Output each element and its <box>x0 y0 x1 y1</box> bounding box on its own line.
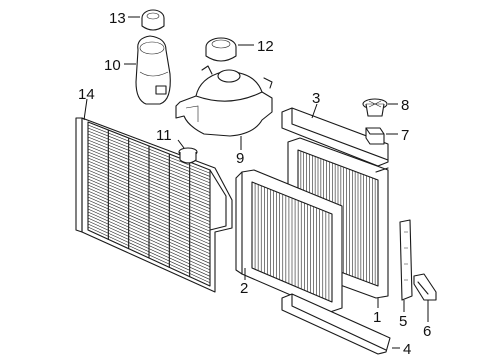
part-9-expansion-tank <box>175 65 273 137</box>
callout-14: 14 <box>78 86 95 103</box>
callout-4: 4 <box>403 341 411 358</box>
part-11-grommet <box>178 147 198 164</box>
callout-7: 7 <box>401 127 409 144</box>
callout-6: 6 <box>423 323 431 340</box>
callout-13: 13 <box>109 10 126 27</box>
callout-10: 10 <box>104 57 121 74</box>
part-4-air-deflector <box>281 293 391 355</box>
part-6-small-bracket <box>413 273 437 301</box>
part-12-filler-cap <box>205 37 237 62</box>
part-5-side-seal <box>399 219 413 301</box>
callout-2: 2 <box>240 280 248 297</box>
part-10-reservoir <box>135 35 171 105</box>
callout-9: 9 <box>236 150 244 167</box>
callout-1: 1 <box>373 309 381 326</box>
leader-lines <box>83 16 429 349</box>
part-8-bracket <box>362 98 388 117</box>
callout-5: 5 <box>399 313 407 330</box>
callout-11: 11 <box>156 127 172 144</box>
callout-8: 8 <box>401 97 409 114</box>
callout-3: 3 <box>312 90 320 107</box>
part-7-clip <box>365 127 385 145</box>
part-13-cap <box>141 9 165 31</box>
part-3-air-duct <box>281 107 389 167</box>
callout-labels: 13 10 12 14 3 8 11 7 9 2 1 5 6 4 <box>78 10 431 358</box>
part-14-grille-panel <box>75 117 233 293</box>
part-2-condenser <box>235 169 343 313</box>
callout-12: 12 <box>257 38 274 55</box>
